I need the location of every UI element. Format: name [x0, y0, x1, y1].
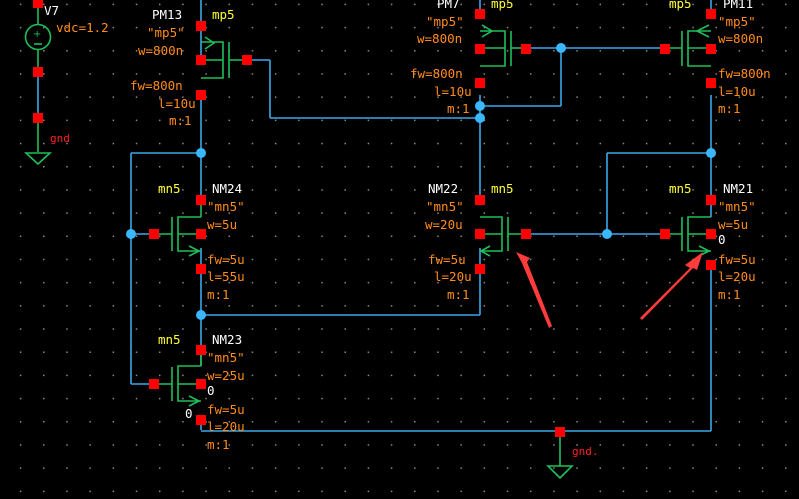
pm7-l: l=10u [434, 84, 472, 99]
nm24-w: w=5u [207, 217, 237, 232]
nmos-arrow-icon [188, 245, 201, 257]
pmos-pm7[interactable] [475, 9, 531, 88]
pm7-cell: mp5 [491, 0, 514, 11]
nmos-arrow-icon [188, 395, 201, 407]
voltage-source-v7[interactable]: + [23, 0, 53, 166]
nm21-fw: fw=5u [718, 252, 756, 267]
ground-label: gnd. [572, 445, 599, 458]
nm22-cell: mn5 [491, 181, 514, 196]
nm23-fw: fw=5u [207, 402, 245, 417]
pin[interactable] [33, 0, 43, 8]
pm11-m: m:1 [718, 101, 741, 116]
nmos-arrow-icon [479, 245, 491, 257]
pmos-pm13[interactable] [196, 21, 252, 100]
nm22-l: l=20u [434, 269, 472, 284]
nm21-m: m:1 [718, 287, 741, 302]
pm7-model: "mp5" [426, 14, 464, 29]
nmos-nm22[interactable] [475, 195, 531, 274]
nmos-nm24[interactable] [149, 195, 206, 274]
pm13-m: m:1 [169, 113, 192, 128]
ground-icon [23, 152, 53, 166]
nmos-arrow-icon [698, 245, 711, 257]
pm13-model: "mp5" [147, 25, 185, 40]
nm21-w: w=5u [718, 217, 748, 232]
svg-text:+: + [33, 29, 41, 40]
pm7-w: w=800n [417, 31, 462, 46]
nmos-nm21[interactable] [660, 195, 716, 270]
nm23-model: "mn5" [207, 350, 245, 365]
pm13-l: l=10u [158, 96, 196, 111]
pmos-pm11[interactable] [660, 9, 716, 88]
wires [130, 0, 712, 432]
nm23-m: m:1 [207, 437, 230, 452]
v7-param: vdc=1.2 [56, 20, 109, 35]
pin[interactable] [33, 113, 43, 123]
gnd-label: gnd [50, 132, 70, 145]
junctions [126, 43, 716, 320]
nm23-annotation: 0 [207, 383, 215, 398]
pm13-cell: mp5 [212, 7, 235, 22]
pmos-arrow-icon [695, 24, 710, 38]
nm24-m: m:1 [207, 287, 230, 302]
nm23-cell: mn5 [158, 332, 181, 347]
nm22-model: "mn5" [426, 199, 464, 214]
nm21-model: "mn5" [718, 199, 756, 214]
nmos-nm23[interactable] [149, 345, 206, 425]
pm11-fw: fw=800n [718, 66, 771, 81]
nm21-cell: mn5 [669, 181, 692, 196]
annotation-arrow-nm22 [516, 252, 552, 328]
nm23-name: NM23 [212, 332, 242, 347]
nm21-l: l=20u [718, 269, 756, 284]
nm21-annotation: 0 [718, 232, 726, 247]
nm22-name: NM22 [428, 181, 458, 196]
nm23-annotation2: 0 [185, 406, 193, 421]
nm24-fw: fw=5u [207, 252, 245, 267]
pm7-m: m:1 [447, 101, 470, 116]
ground-symbol[interactable] [546, 427, 574, 480]
pm13-fw: fw=800n [130, 78, 183, 93]
pm11-model: "mp5" [718, 14, 756, 29]
pmos-arrow-icon [204, 36, 216, 50]
pm7-name: PM7 [437, 0, 460, 11]
nm23-l: l=20u [207, 419, 245, 434]
pm11-name: PM11 [723, 0, 753, 11]
nm22-m: m:1 [447, 287, 470, 302]
nm24-name: NM24 [212, 181, 242, 196]
pm13-name: PM13 [152, 7, 182, 22]
nm21-name: NM21 [723, 181, 753, 196]
ground-icon [546, 465, 574, 480]
pin[interactable] [33, 67, 43, 77]
pm11-l: l=10u [718, 84, 756, 99]
nm22-fw: fw=5u [428, 252, 466, 267]
pmos-arrow-icon [481, 24, 494, 38]
nm24-model: "mn5" [207, 199, 245, 214]
pm11-cell: mp5 [669, 0, 692, 11]
nm24-cell: mn5 [158, 181, 181, 196]
nm23-w: w=25u [207, 368, 245, 383]
v7-name: V7 [44, 3, 59, 18]
pm11-w: w=800n [718, 31, 763, 46]
annotation-arrow-nm21 [640, 252, 703, 320]
pm7-fw: fw=800n [410, 66, 463, 81]
nm24-l: l=55u [207, 269, 245, 284]
nm22-w: w=20u [425, 217, 463, 232]
pm13-w: w=800n [138, 43, 183, 58]
